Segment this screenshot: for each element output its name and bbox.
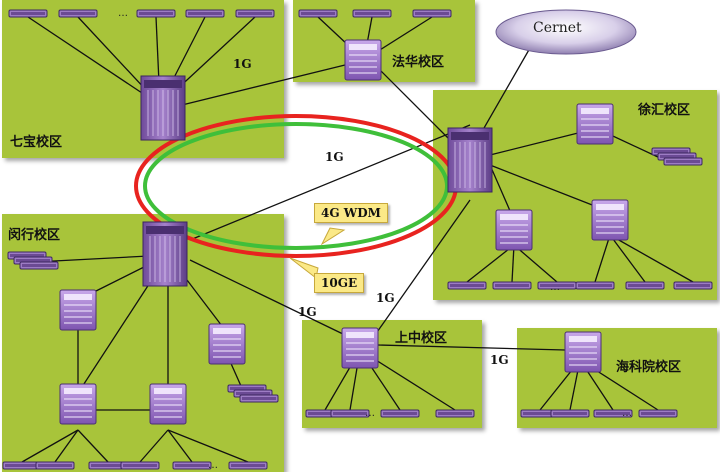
dist-switch-shangzhong xyxy=(341,327,379,369)
edge-stack-xuhui xyxy=(652,148,702,165)
ellipsis-haikeyuan: … xyxy=(622,408,633,419)
link-label-shangzhong-haikeyuan: 1G xyxy=(490,353,509,367)
dist-switch-xuhui-1 xyxy=(576,103,614,145)
dist-switch-haikeyuan xyxy=(564,331,602,373)
campus-label-haikeyuan: 海科院校区 xyxy=(616,360,682,375)
campus-label-xuhui: 徐汇校区 xyxy=(638,103,691,118)
ellipsis-xuhui: … xyxy=(550,282,561,293)
dist-switch-minhang-3 xyxy=(59,383,97,425)
callout-10ge: 10GE xyxy=(314,273,365,293)
link-label-xuhui-shangzhong: 1G xyxy=(376,291,395,305)
links xyxy=(21,16,694,463)
ellipsis-qibao: … xyxy=(118,8,129,19)
dist-switch-minhang-2 xyxy=(208,323,246,365)
campus-label-fahua: 法华校区 xyxy=(392,55,445,70)
edge-stack-minhang-2 xyxy=(228,385,278,402)
core-switch-minhang xyxy=(142,221,188,287)
link-label-qibao-fahua: 1G xyxy=(233,57,252,71)
callout-4g-wdm: 4G WDM xyxy=(314,203,388,223)
campus-label-minhang: 闵行校区 xyxy=(8,228,61,243)
core-switch-qibao xyxy=(140,75,186,141)
edge-stack-minhang-1 xyxy=(8,252,58,269)
ellipsis-shangzhong: … xyxy=(365,408,376,419)
dist-switch-xuhui-3 xyxy=(591,199,629,241)
link-label-minhang-shangzhong: 1G xyxy=(298,305,317,319)
dist-switch-minhang-4 xyxy=(149,383,187,425)
dist-switch-xuhui-2 xyxy=(495,209,533,251)
ellipsis-minhang: … xyxy=(208,460,219,471)
core-switch-xuhui xyxy=(447,127,493,193)
campus-label-qibao: 七宝校区 xyxy=(10,135,63,150)
link-label-minhang-xuhui: 1G xyxy=(325,150,344,164)
dist-switch-fahua xyxy=(344,39,382,81)
zone-xuhui xyxy=(433,90,717,300)
dist-switch-minhang-1 xyxy=(59,289,97,331)
ring-wdm xyxy=(143,122,449,250)
campus-label-shangzhong: 上中校区 xyxy=(395,331,448,346)
cernet-label: Cernet xyxy=(533,20,582,36)
cernet-cloud xyxy=(495,9,637,55)
